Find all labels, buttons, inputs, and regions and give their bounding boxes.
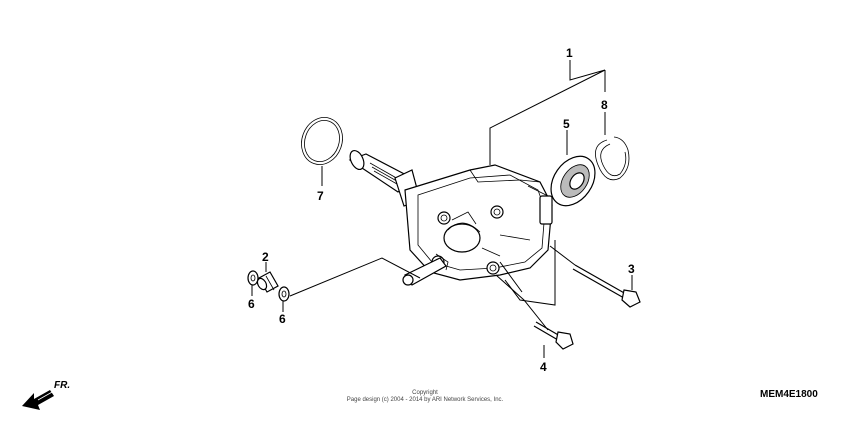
washer-part-6-left (247, 270, 259, 286)
fitting-arm (402, 253, 449, 286)
front-indicator-label: FR. (54, 380, 70, 391)
callout-3: 3 (628, 262, 635, 276)
plug-part-2 (256, 271, 279, 293)
callout-5: 5 (563, 117, 570, 131)
copyright-line-2: Page design (c) 2004 - 2014 by ARI Netwo… (347, 397, 504, 403)
diagram-code: MEM4E1800 (760, 389, 818, 400)
washer-part-6-right (278, 286, 290, 302)
callout-7: 7 (317, 189, 324, 203)
oil-seal-part-5 (550, 155, 596, 207)
gear-case-assembly-part-1 (404, 164, 553, 281)
front-arrow-icon (22, 386, 55, 410)
callout-1: 1 (566, 46, 573, 60)
callout-4: 4 (540, 360, 547, 374)
callout-6-right: 6 (279, 312, 286, 326)
circlip-part-8 (595, 136, 630, 181)
callout-2: 2 (262, 250, 269, 264)
bolt-part-3 (572, 264, 641, 308)
callout-6-left: 6 (248, 297, 255, 311)
copyright-line-1: Copyright (412, 390, 438, 396)
callout-8: 8 (601, 98, 608, 112)
bolt-part-4 (533, 321, 574, 350)
o-ring-part-7 (301, 117, 343, 165)
